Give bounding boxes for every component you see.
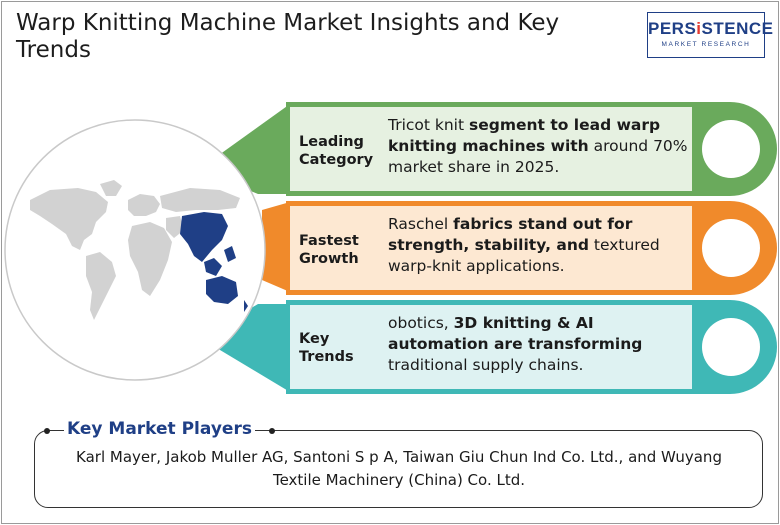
connector-wedge-orange xyxy=(262,202,290,292)
insights-graphic xyxy=(4,102,777,394)
row-circle-green xyxy=(702,120,760,178)
players-title: Key Market Players xyxy=(64,418,255,440)
logo-wordmark: PERSiSTENCE xyxy=(648,19,774,38)
row-text-fastest-growth: Raschel fabrics stand out for strength, … xyxy=(388,215,660,275)
row-text-leading-category: Tricot knit segment to lead warp knittin… xyxy=(388,116,688,176)
row-panel-teal xyxy=(290,305,692,389)
players-box xyxy=(34,430,763,508)
row-label-leading-category: Leading Category xyxy=(299,134,374,168)
players-box-dot-left xyxy=(44,428,50,434)
page-title: Warp Knitting Machine Market Insights an… xyxy=(16,10,560,63)
row-panel-orange xyxy=(290,206,692,290)
row-circle-teal xyxy=(702,318,760,376)
row-label-fastest-growth: Fastest Growth xyxy=(299,233,359,267)
logo-tagline: MARKET RESEARCH xyxy=(661,41,751,48)
row-label-key-trends: Key Trends xyxy=(299,331,354,365)
world-map-icon xyxy=(30,180,248,320)
row-panel-green xyxy=(290,107,692,191)
players-box-dot-right xyxy=(269,428,275,434)
players-text: Karl Mayer, Jakob Muller AG, Santoni S p… xyxy=(76,448,722,489)
brand-logo: PERSiSTENCE MARKET RESEARCH xyxy=(647,12,774,58)
row-text-key-trends: obotics, 3D knitting & AI automation are… xyxy=(388,314,643,374)
row-circle-orange xyxy=(702,219,760,277)
